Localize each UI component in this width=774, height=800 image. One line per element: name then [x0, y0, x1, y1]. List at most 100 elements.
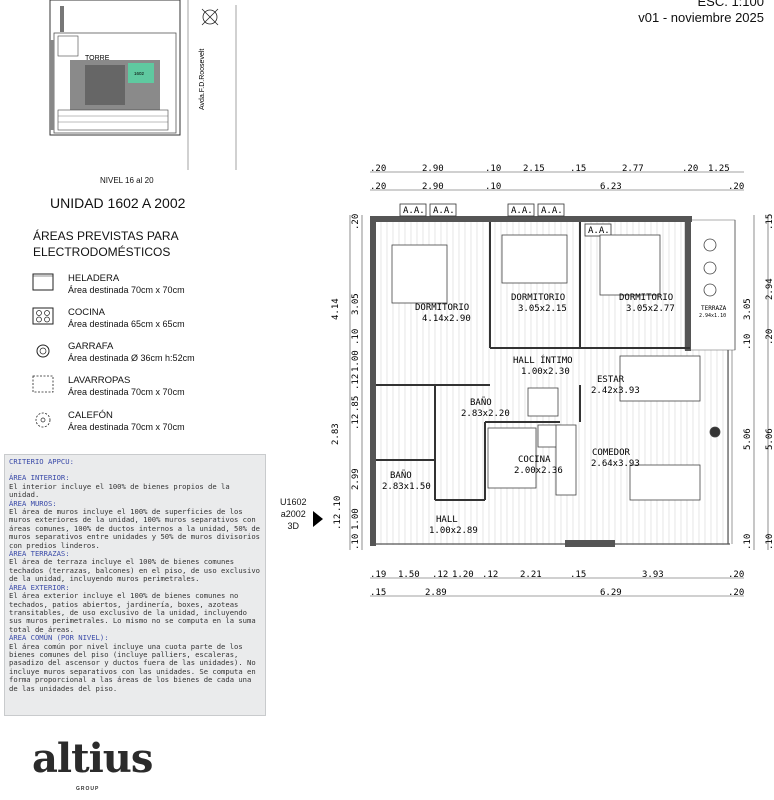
legend-item-water-heater: CALEFÓN Área destinada 70cm x 70cm — [32, 410, 252, 436]
legend-desc: Área destinada 70cm x 70cm — [68, 387, 185, 397]
unit-title: UNIDAD 1602 A 2002 — [50, 195, 186, 211]
room-name-living: ESTAR — [597, 375, 625, 385]
legend-desc: Área destinada Ø 36cm h:52cm — [68, 353, 195, 363]
room-size-bedroom-2: 3.05x2.15 — [518, 304, 567, 314]
scale-label: ESC. 1:100 — [697, 0, 765, 9]
criteria-box: CRITERIO APPCU: ÁREA INTERIOR: El interi… — [4, 454, 266, 716]
dim-bot-9: .20 — [728, 570, 744, 580]
gas-cylinder-icon — [36, 344, 50, 358]
appliance-areas-title-line2: ELECTRODOMÉSTICOS — [33, 245, 171, 259]
dim-bot-6: 2.21 — [520, 570, 542, 580]
level-label: NIVEL 16 al 20 — [100, 176, 154, 185]
north-icon — [202, 9, 218, 25]
dim-left-outer-1: 4.14 — [331, 298, 341, 320]
dim-left-inner-6: .85 — [351, 396, 361, 412]
legend-name: HELADERA — [68, 273, 120, 284]
dim-top-6: 2.77 — [622, 164, 644, 174]
dim-bot-5: .12 — [482, 570, 498, 580]
appliance-areas-title: ÁREAS PREVISTAS PARA ELECTRODOMÉSTICOS — [33, 228, 233, 260]
dim-left-inner-11: .12 — [333, 514, 343, 530]
dim-right-outer-1: .15 — [765, 214, 774, 230]
ac-label: A.A. — [541, 206, 563, 216]
dim-left-inner-5: .12 — [351, 374, 361, 390]
dim-top2-5: .20 — [728, 182, 744, 192]
dim-bot-8: 3.93 — [642, 570, 664, 580]
dim-right-inner-1: 3.05 — [743, 298, 753, 320]
dim-right-inner-4: .10 — [743, 534, 753, 550]
legend-name: CALEFÓN — [68, 410, 113, 421]
room-name-dining: COMEDOR — [592, 448, 631, 458]
dim-bot2-4: .20 — [728, 588, 744, 598]
unit-ref-line1: U1602 — [280, 497, 307, 507]
dim-top-2: 2.90 — [422, 164, 444, 174]
room-name-bedroom-1: DORMITORIO — [415, 303, 469, 313]
water-heater-icon — [35, 412, 51, 428]
room-size-dining: 2.64x3.93 — [591, 459, 640, 469]
version-label: v01 - noviembre 2025 — [638, 10, 764, 25]
dim-right-inner-3: 5.06 — [743, 428, 753, 450]
legend-name: GARRAFA — [68, 341, 114, 352]
ac-label: A.A. — [403, 206, 425, 216]
dim-bot2-3: 6.29 — [600, 588, 622, 598]
room-size-terrace: 2.94x1.10 — [699, 313, 726, 319]
room-size-bathroom-1: 2.83x2.20 — [461, 409, 510, 419]
brand-logo-sub: GROUP — [76, 786, 100, 792]
dim-left-inner-12: .10 — [351, 534, 361, 550]
dim-bot2-2: 2.89 — [425, 588, 447, 598]
legend-item-washer: LAVARROPAS Área destinada 70cm x 70cm — [32, 375, 252, 401]
legend-item-gas-cylinder: GARRAFA Área destinada Ø 36cm h:52cm — [32, 341, 252, 367]
dim-left-inner-3: .10 — [351, 329, 361, 345]
room-name-bedroom-2: DORMITORIO — [511, 293, 565, 303]
fridge-icon — [32, 273, 54, 291]
ac-label: A.A. — [433, 206, 455, 216]
key-plan: TORRE 1602 Avda.F.D.Roosevelt — [49, 0, 237, 170]
dim-bot-1: .19 — [370, 570, 386, 580]
dim-left-inner-9: .10 — [333, 496, 343, 512]
stove-icon — [32, 307, 54, 325]
room-size-bedroom-1: 4.14x2.90 — [422, 314, 471, 324]
unit-ref-line2: a2002 — [280, 509, 306, 519]
room-name-kitchen: COCINA — [518, 455, 551, 465]
criteria-text: El interior incluye el 100% de bienes pr… — [9, 481, 230, 500]
dim-top-1: .20 — [370, 164, 386, 174]
dim-top-8: 1.25 — [708, 164, 730, 174]
room-size-kitchen: 2.00x2.36 — [514, 466, 563, 476]
unit-ref-line3: 3D — [287, 521, 300, 531]
dim-bot-7: .15 — [570, 570, 586, 580]
room-name-bedroom-3: DORMITORIO — [619, 293, 673, 303]
room-size-inner-hall: 1.00x2.30 — [521, 367, 570, 377]
unit-reference: U1602 a2002 3D — [280, 496, 307, 532]
ac-label: A.A. — [588, 226, 610, 236]
dim-bot2-1: .15 — [370, 588, 386, 598]
dim-top2-2: 2.90 — [422, 182, 444, 192]
room-name-hall: HALL — [436, 515, 458, 525]
floor-plan: .20 2.90 .10 2.15 .15 2.77 .20 1.25 .20 … — [331, 164, 774, 598]
criteria-text: El área exterior incluye el 100% de bien… — [9, 591, 256, 634]
ac-label: A.A. — [511, 206, 533, 216]
criteria-text: El área común por nivel incluye una cuot… — [9, 641, 256, 693]
dim-left-inner-8: 2.99 — [351, 468, 361, 490]
key-plan-tower-label: TORRE — [85, 55, 110, 62]
dim-left-inner-10: 1.00 — [351, 508, 361, 530]
dim-top-5: .15 — [570, 164, 586, 174]
room-size-bathroom-2: 2.83x1.50 — [382, 482, 431, 492]
legend-name: LAVARROPAS — [68, 375, 131, 386]
room-name-bathroom-1: BAÑO — [470, 397, 492, 408]
criteria-heading: ÁREA MUROS: — [9, 498, 57, 508]
dim-bot-3: .12 — [432, 570, 448, 580]
key-plan-unit-highlight — [128, 63, 154, 83]
room-name-terrace: TERRAZA — [701, 305, 727, 312]
dim-left-outer-2: 2.83 — [331, 423, 341, 445]
dim-right-outer-4: 5.06 — [765, 428, 774, 450]
dim-left-inner-2: 3.05 — [351, 293, 361, 315]
view-3d-arrow-icon[interactable] — [313, 511, 323, 527]
criteria-heading: ÁREA COMÚN (POR NIVEL): — [9, 633, 109, 643]
criteria-title: CRITERIO APPCU: — [9, 457, 74, 466]
dim-right-outer-5: .10 — [765, 534, 774, 550]
legend-desc: Área destinada 70cm x 70cm — [68, 422, 185, 432]
dim-bot-4: 1.20 — [452, 570, 474, 580]
appliance-areas-title-line1: ÁREAS PREVISTAS PARA — [33, 229, 179, 243]
room-size-bedroom-3: 3.05x2.77 — [626, 304, 675, 314]
brand-logo: altius — [32, 735, 153, 782]
room-size-living: 2.42x3.93 — [591, 386, 640, 396]
